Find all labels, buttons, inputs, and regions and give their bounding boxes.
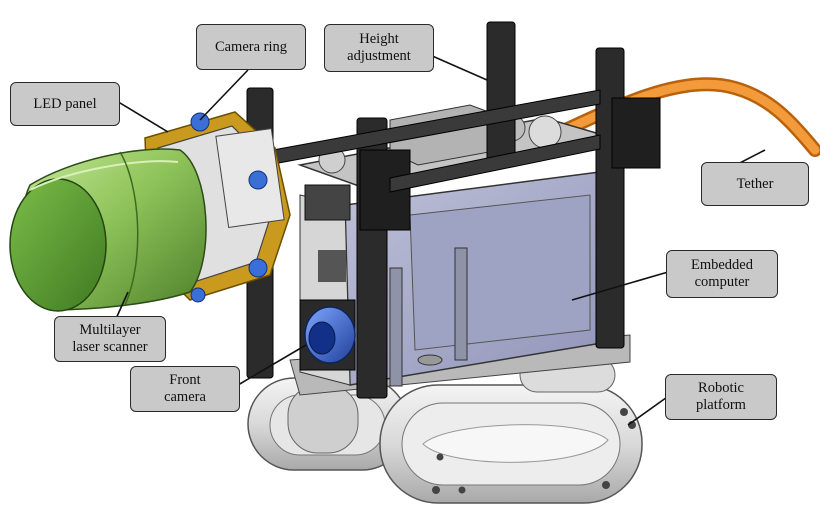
label-led-panel-line1: LED panel xyxy=(33,95,97,112)
robotic-platform xyxy=(247,357,643,504)
label-multilayer-laser-scanner: Multilayer laser scanner xyxy=(54,316,166,362)
front-camera xyxy=(299,299,356,371)
label-multilayer-laser-scanner-line2: laser scanner xyxy=(72,339,148,355)
label-height-adjustment-line2: adjustment xyxy=(347,48,411,64)
label-tether: Tether xyxy=(701,162,809,206)
label-embedded-computer-line2: computer xyxy=(694,274,750,290)
label-led-panel: LED panel xyxy=(10,82,120,126)
laser-scanner xyxy=(9,148,207,312)
label-front-camera: Front camera xyxy=(130,366,240,412)
label-camera-ring-line1: Camera ring xyxy=(214,38,288,55)
label-tether-line1: Tether xyxy=(736,175,774,192)
label-height-adjustment-line1: Height xyxy=(359,31,399,47)
label-multilayer-laser-scanner-line1: Multilayer xyxy=(79,322,141,338)
label-robotic-platform-line1: Robotic xyxy=(698,380,744,396)
label-height-adjustment: Height adjustment xyxy=(324,24,434,72)
label-embedded-computer: Embedded computer xyxy=(666,250,778,298)
label-front-camera-line2: camera xyxy=(164,389,206,405)
label-robotic-platform-line2: platform xyxy=(696,397,746,413)
label-front-camera-line1: Front xyxy=(169,372,201,388)
label-embedded-computer-line1: Embedded xyxy=(690,257,753,273)
label-robotic-platform: Robotic platform xyxy=(665,374,777,420)
label-camera-ring: Camera ring xyxy=(196,24,306,70)
